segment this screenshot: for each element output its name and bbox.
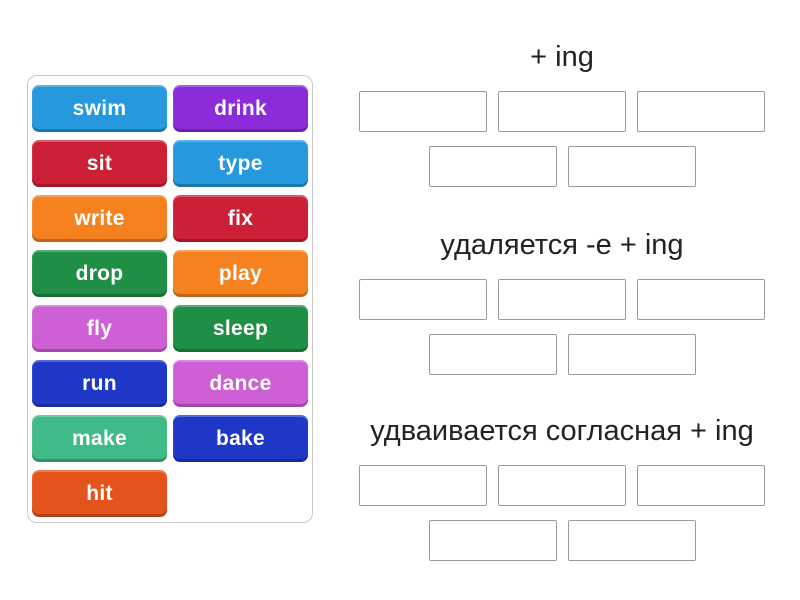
tile-drop[interactable]: drop xyxy=(32,250,167,297)
tile-play[interactable]: play xyxy=(173,250,308,297)
drop-slot[interactable] xyxy=(498,465,626,506)
slot-row xyxy=(337,334,787,375)
slot-row xyxy=(337,146,787,187)
drop-slot[interactable] xyxy=(567,146,696,187)
tile-dance[interactable]: dance xyxy=(173,360,308,407)
tile-run[interactable]: run xyxy=(32,360,167,407)
word-bank-panel: swim drink sit type write fix drop play … xyxy=(27,75,313,523)
slot-row xyxy=(337,91,787,132)
drop-slot[interactable] xyxy=(498,91,626,132)
drop-slot[interactable] xyxy=(498,279,626,320)
tile-swim[interactable]: swim xyxy=(32,85,167,132)
tile-sleep[interactable]: sleep xyxy=(173,305,308,352)
group-drop-e-plus-ing: удаляется -e + ing xyxy=(337,226,787,375)
tile-make[interactable]: make xyxy=(32,415,167,462)
group-title: удваивается согласная + ing xyxy=(370,415,754,447)
slot-row xyxy=(337,520,787,561)
drop-slot[interactable] xyxy=(637,91,765,132)
drop-slot[interactable] xyxy=(428,520,557,561)
tile-drink[interactable]: drink xyxy=(173,85,308,132)
group-title: + ing xyxy=(530,41,594,73)
drop-slot[interactable] xyxy=(359,465,487,506)
group-plus-ing: + ing xyxy=(337,38,787,187)
drop-slot[interactable] xyxy=(359,279,487,320)
drop-slot[interactable] xyxy=(637,279,765,320)
group-double-consonant-plus-ing: удваивается согласная + ing xyxy=(337,412,787,561)
tile-type[interactable]: type xyxy=(173,140,308,187)
drop-slot[interactable] xyxy=(428,334,557,375)
tile-write[interactable]: write xyxy=(32,195,167,242)
drop-slot[interactable] xyxy=(428,146,557,187)
drop-slot[interactable] xyxy=(637,465,765,506)
tile-sit[interactable]: sit xyxy=(32,140,167,187)
group-title: удаляется -e + ing xyxy=(440,229,684,261)
tile-fix[interactable]: fix xyxy=(173,195,308,242)
slot-row xyxy=(337,279,787,320)
drop-slot[interactable] xyxy=(567,520,696,561)
drop-slot[interactable] xyxy=(359,91,487,132)
slot-row xyxy=(337,465,787,506)
tile-hit[interactable]: hit xyxy=(32,470,167,517)
drop-slot[interactable] xyxy=(567,334,696,375)
tile-bake[interactable]: bake xyxy=(173,415,308,462)
tile-fly[interactable]: fly xyxy=(32,305,167,352)
